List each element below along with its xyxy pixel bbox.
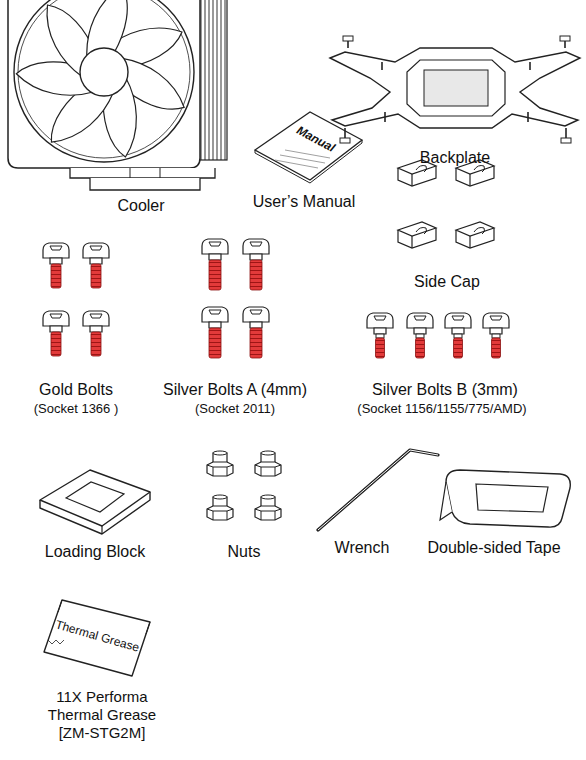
part-name: Side Cap — [414, 272, 480, 291]
silver-bolts-a-drawing — [202, 239, 269, 358]
socket-note: (Socket 2011) — [195, 401, 275, 417]
backplate-drawing — [330, 36, 580, 143]
wrench-drawing — [318, 450, 438, 530]
part-name: 11X Performa Thermal Grease [ZM-STG2M] — [41, 688, 163, 742]
part-name: Cooler — [117, 196, 164, 215]
part-name: Silver Bolts A (4mm) — [163, 380, 307, 399]
nuts-drawing — [207, 451, 281, 520]
part-name: User’s Manual — [253, 192, 356, 211]
tape-drawing — [440, 470, 570, 527]
silver-bolts-b-drawing — [367, 313, 509, 358]
grease-packet-drawing — [44, 600, 150, 676]
part-name: Double-sided Tape — [427, 538, 560, 557]
loading-block-drawing — [40, 470, 150, 534]
socket-note: (Socket 1366 ) — [34, 401, 119, 417]
part-name: Loading Block — [45, 542, 146, 561]
cooler-drawing — [8, 0, 227, 190]
gold-bolts-drawing — [43, 243, 109, 356]
side-cap-drawing — [398, 160, 494, 248]
part-name: Backplate — [420, 148, 490, 167]
part-name: Nuts — [228, 542, 261, 561]
part-name: Silver Bolts B (3mm) — [372, 380, 518, 399]
socket-note: (Socket 1156/1155/775/AMD) — [357, 401, 526, 417]
part-name: Gold Bolts — [39, 380, 113, 399]
part-name: Wrench — [335, 538, 390, 557]
